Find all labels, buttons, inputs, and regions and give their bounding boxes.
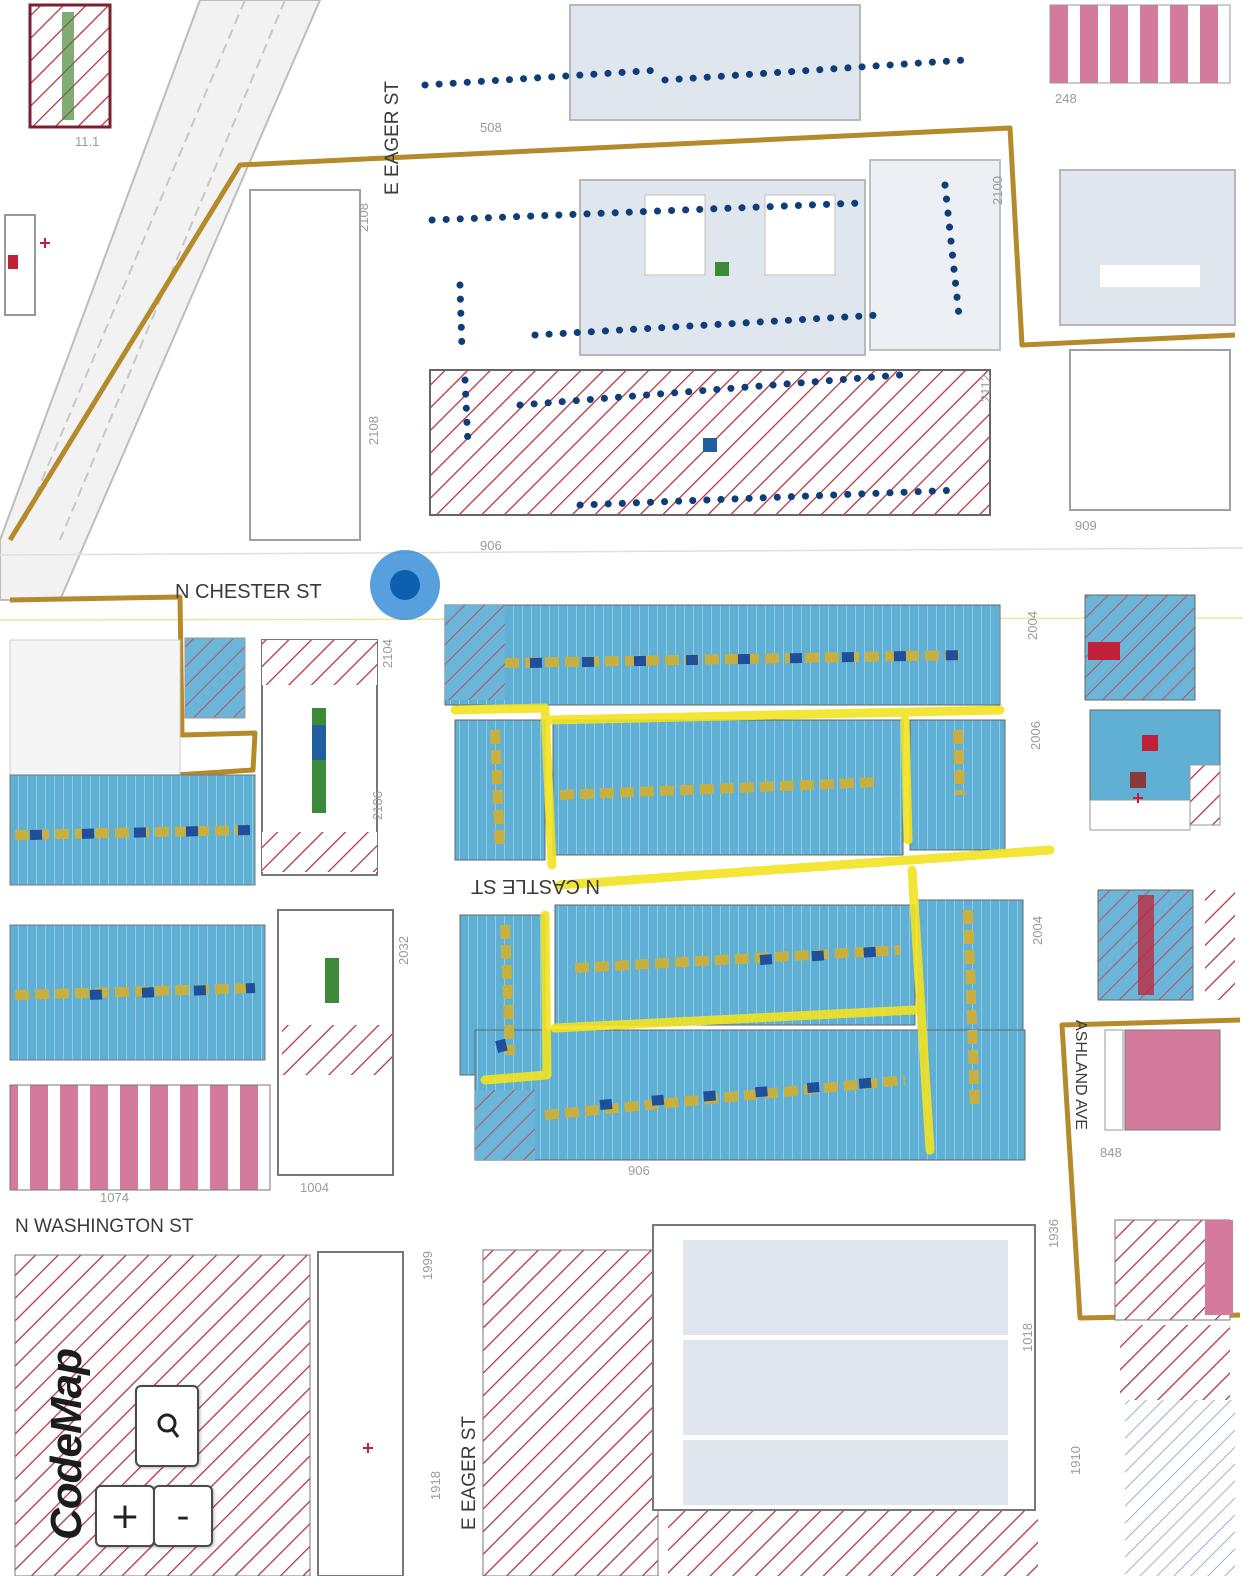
street-label-n-castle: N CASTLE ST [471,875,600,897]
vacant-lot[interactable] [262,640,377,685]
parcel-number: 2106 [370,791,385,820]
lot[interactable] [184,637,246,719]
parcel-number: 2112 [978,374,993,402]
parcel-number: 2004 [1030,916,1045,945]
vacant-lot[interactable] [262,832,377,872]
building[interactable] [683,1340,1008,1435]
magnifier-icon [157,1413,180,1438]
parcel-marker-rows [14,650,980,1120]
vacant-lot[interactable] [282,1025,392,1075]
dotted-survey-lines [421,56,969,509]
parcel-marker-rows-blue [29,650,966,1110]
parcel-number: 1999 [420,1251,435,1280]
parcel-number: 909 [1075,518,1097,533]
parcel-number: 2004 [1025,611,1040,640]
parcel-number: 2100 [990,176,1005,205]
building[interactable] [869,159,1001,351]
vacant-lot[interactable] [1120,1325,1230,1400]
parcel-number: 2032 [396,936,411,965]
courtyard [644,194,706,276]
lot[interactable] [1125,1400,1235,1576]
building[interactable] [9,639,181,781]
street-edge [0,547,1243,556]
lot-marker-strip [312,708,326,813]
lot[interactable] [4,214,36,316]
rowhouse-block-pink[interactable] [9,1084,271,1191]
zoom-in-button[interactable]: + [95,1485,155,1547]
lot-marker-strip [62,12,74,120]
street-label-n-chester: N CHESTER ST [175,581,322,603]
lot[interactable] [1069,349,1231,511]
vacant-lot[interactable] [668,1510,1038,1576]
street-label-e-eager-top: E EAGER ST [382,81,403,195]
lot-marker [1130,772,1146,788]
rowhouse-block-pink[interactable] [1049,4,1231,84]
zoom-out-label: - [176,1495,190,1537]
lot-marker [1088,642,1120,660]
parcel-number: 1074 [100,1190,129,1205]
parcel-number: 1918 [428,1471,443,1500]
lot[interactable] [249,189,361,541]
parcel-number: 11.1 [75,134,99,149]
parcel-number: 1018 [1020,1323,1035,1352]
parcel-number: 906 [628,1163,650,1178]
street-label-e-eager-bottom: E EAGER ST [459,1416,480,1530]
lot[interactable] [1089,799,1191,831]
parcel-number: 1936 [1046,1219,1061,1248]
rowhouse-block[interactable] [9,774,256,886]
parcel-number: 248 [1055,91,1077,106]
search-button[interactable] [135,1385,199,1467]
parcel-number: 848 [1100,1145,1122,1160]
street-label-ashland-ave: ASHLAND AVE [1072,1020,1089,1130]
building[interactable] [1059,169,1236,326]
parcel-number: 2108 [366,416,381,445]
rowhouse-block-pink[interactable] [1124,1029,1221,1131]
rowhouse-block[interactable] [554,904,916,1026]
lot[interactable] [317,1251,404,1576]
parcel-number: 2108 [356,203,371,232]
brand-logo: CodeMap [42,1349,91,1540]
zoom-out-button[interactable]: - [153,1485,213,1547]
vacant-block[interactable] [482,1249,659,1576]
building[interactable] [569,4,861,121]
lot-marker [1142,735,1158,751]
parcel-number: 2006 [1028,721,1043,750]
building-notch [1100,265,1200,287]
street-label-n-washington: N WASHINGTON ST [15,1216,194,1237]
vacant-lot[interactable] [1205,890,1235,1000]
parcel-number: 1004 [300,1180,329,1195]
zoom-in-label: + [109,1495,141,1537]
parcel-number: 906 [480,538,502,553]
lot-marker [703,438,717,452]
parcel-number: 508 [480,120,502,135]
lot-marker-strip [1138,895,1154,995]
current-location[interactable] [370,550,440,620]
lot[interactable] [1104,1029,1124,1131]
lot-marker [8,255,18,269]
highlight-route [450,703,1055,1155]
lot-marker-strip [312,725,326,760]
vacant-lot[interactable] [1189,764,1221,826]
cross-markers [40,238,1143,1453]
lot-marker [715,262,729,276]
lot-marker-strip [325,958,339,1003]
rowhouse-pink[interactable] [1205,1220,1233,1315]
building[interactable] [683,1240,1008,1335]
parcel-number: 2104 [380,639,395,668]
parcel-number: 1910 [1068,1446,1083,1475]
building[interactable] [683,1440,1008,1505]
lot[interactable] [475,1090,535,1160]
lot[interactable] [445,605,505,700]
